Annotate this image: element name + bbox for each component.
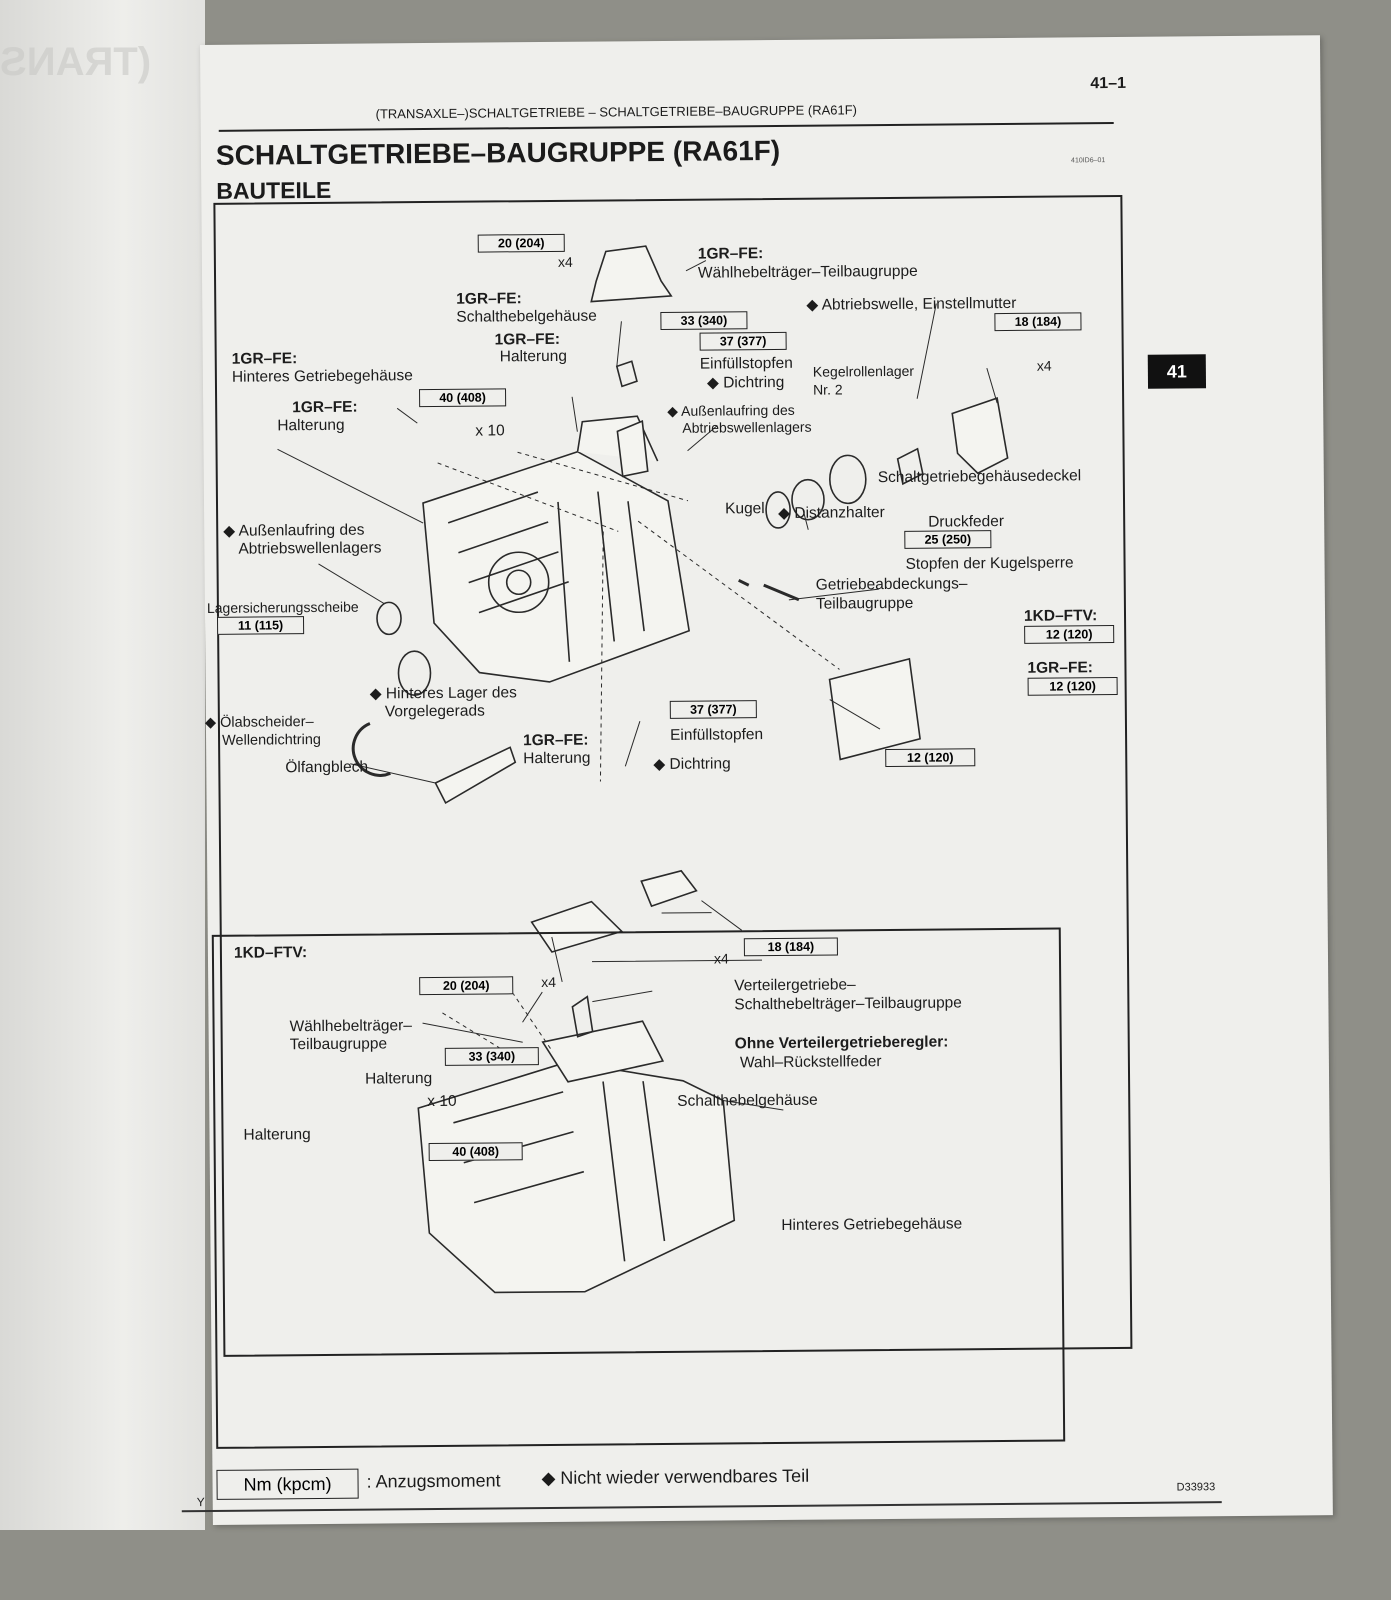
torque-box: 11 (115)	[216, 616, 305, 635]
torque-box: 40 (408)	[428, 1142, 523, 1162]
legend-unit-box: Nm (kpcm)	[216, 1468, 359, 1500]
label-wahl-rueckstellfeder: Wahl–Rückstellfeder	[739, 1053, 882, 1072]
label-abtriebswelle: ◆ Abtriebswelle, Einstellmutter	[806, 294, 1017, 314]
label-einfuellstopfen-a: Einfüllstopfen	[699, 354, 793, 373]
torque-box: 12 (120)	[1027, 677, 1118, 696]
label-x4-d: x4	[541, 973, 557, 991]
exploded-diagram	[277, 245, 1009, 1294]
label-aussenlaufring-b1: ◆ Außenlaufring des	[223, 521, 365, 540]
bottom-rule	[181, 1501, 1222, 1512]
label-schalthebelgehaeuse: Schalthebelgehäuse	[456, 307, 597, 326]
label-aussenlaufring-a2: Abtriebswellenlagers	[682, 418, 812, 436]
label-halterung-c: Halterung	[523, 749, 591, 768]
label-aussenlaufring-b2: Abtriebswellenlagers	[238, 539, 382, 558]
label-halterung-a: Halterung	[499, 347, 568, 366]
label-1grfe-d: 1GR–FE:	[231, 350, 298, 368]
upper-case-shape	[422, 450, 691, 683]
label-hinteres-getriebegehaeuse-b: Hinteres Getriebegehäuse	[781, 1215, 963, 1234]
label-einfuellstopfen-b: Einfüllstopfen	[669, 726, 764, 744]
figure-code: D33933	[1176, 1481, 1216, 1494]
legend-nonreusable-text: ◆ Nicht wieder verwendbares Teil	[541, 1465, 810, 1489]
left-page-ghost-text: (TRANS	[0, 40, 152, 84]
doc-code: 410ID6–01	[1071, 157, 1106, 165]
label-stopfen-kugelsperre: Stopfen der Kugelsperre	[905, 554, 1074, 573]
running-header: (TRANSAXLE–)SCHALTGETRIEBE – SCHALTGETRI…	[375, 102, 858, 122]
label-x4-a: x4	[557, 253, 573, 270]
label-dichtring-a: ◆ Dichtring	[706, 373, 785, 392]
label-oelabscheider: ◆ Ölabscheider–	[204, 714, 314, 731]
label-1grfe-b: 1GR–FE:	[456, 290, 522, 308]
label-halterung-d: Halterung	[364, 1070, 433, 1088]
label-ohne-verteilergetrieberegler: Ohne Verteilergetrieberegler:	[734, 1033, 949, 1053]
left-page: (TRANS	[0, 0, 205, 1530]
diagram-frame: 1GR–FE: Wählhebelträger–Teilbaugruppe 1G…	[181, 194, 1222, 1512]
torque-box: 20 (204)	[419, 976, 514, 996]
torque-box: 33 (340)	[444, 1047, 539, 1066]
torque-box: 33 (340)	[660, 311, 748, 330]
torque-box: 12 (120)	[1024, 625, 1115, 644]
label-halterung-e: Halterung	[243, 1126, 311, 1144]
label-1grfe-a: 1GR–FE:	[697, 245, 764, 263]
kd-ftv-box: 1KD–FTV: Verteilergetriebe– Schalthebelt…	[211, 927, 1066, 1449]
label-oelfangblech: Ölfangblech	[285, 758, 369, 777]
torque-box: 12 (120)	[885, 748, 976, 768]
section-subtitle: BAUTEILE	[216, 176, 332, 204]
label-hinteres-lager: ◆ Hinteres Lager des	[369, 684, 517, 703]
label-x4-b: x4	[1036, 357, 1052, 374]
label-kugel: Kugel	[724, 500, 765, 518]
torque-box: 25 (250)	[904, 530, 992, 549]
page-title: SCHALTGETRIEBE–BAUGRUPPE (RA61F)	[215, 134, 781, 171]
page-number: 41–1	[1090, 74, 1127, 93]
label-kegelrollenlager: Kegelrollenlager	[812, 362, 915, 380]
label-waehlhebeltraeger-b: Wählhebelträger–	[289, 1017, 412, 1036]
label-hinteres-getriebegehaeuse: Hinteres Getriebegehäuse	[231, 367, 413, 386]
torque-box: 18 (184)	[743, 937, 838, 957]
torque-box: 37 (377)	[669, 700, 757, 719]
label-1grfe-f: 1GR–FE:	[1027, 659, 1094, 677]
torque-box: 37 (377)	[699, 331, 787, 351]
torque-box: 20 (204)	[477, 233, 565, 253]
label-halterung-b: Halterung	[277, 416, 345, 435]
legend-torque-text: : Anzugsmoment	[366, 1470, 501, 1492]
label-schalthebeltraeger: Schalthebelträger–Teilbaugruppe	[734, 994, 962, 1014]
manual-page: 41–1 (TRANSAXLE–)SCHALTGETRIEBE – SCHALT…	[181, 35, 1333, 1525]
corner-letter: Y	[196, 1495, 205, 1510]
label-x4-c: x4	[713, 950, 729, 967]
label-nr2: Nr. 2	[812, 381, 843, 398]
label-teilbaugruppe-b: Teilbaugruppe	[289, 1035, 388, 1054]
torque-box: 18 (184)	[994, 312, 1082, 332]
label-distanzhalter: ◆ Distanzhalter	[778, 504, 885, 522]
label-aussenlaufring-a1: ◆ Außenlaufring des	[667, 401, 795, 419]
label-x10-a: x 10	[475, 422, 505, 440]
label-schalthebelgehaeuse-b: Schalthebelgehäuse	[677, 1091, 818, 1110]
label-lagersicherungsscheibe: Lagersicherungsscheibe	[206, 598, 359, 616]
label-verteilergetriebe: Verteilergetriebe–	[734, 976, 856, 995]
label-1grfe-g: 1GR–FE:	[523, 731, 589, 750]
label-1grfe-e: 1GR–FE:	[292, 398, 358, 417]
label-dichtring-b: ◆ Dichtring	[653, 755, 731, 774]
label-vorgelegerads: Vorgelegerads	[384, 702, 485, 721]
label-schaltgetriebegehaeusedeckel: Schaltgetriebegehäusedeckel	[877, 467, 1082, 487]
label-teilbaugruppe-a: Teilbaugruppe	[815, 594, 914, 613]
section-tab: 41	[1147, 354, 1207, 389]
label-getriebeabdeckungs: Getriebeabdeckungs–	[815, 575, 968, 594]
label-waehlhebeltraeger: Wählhebelträger–Teilbaugruppe	[697, 262, 918, 282]
label-x10-b: x 10	[427, 1092, 457, 1111]
header-rule	[218, 122, 1114, 132]
torque-box: 40 (408)	[419, 388, 507, 408]
label-1kdftv-a: 1KD–FTV:	[1023, 607, 1098, 625]
label-wellendichtring: Wellendichtring	[222, 731, 322, 749]
lower-title: 1KD–FTV:	[233, 944, 308, 962]
